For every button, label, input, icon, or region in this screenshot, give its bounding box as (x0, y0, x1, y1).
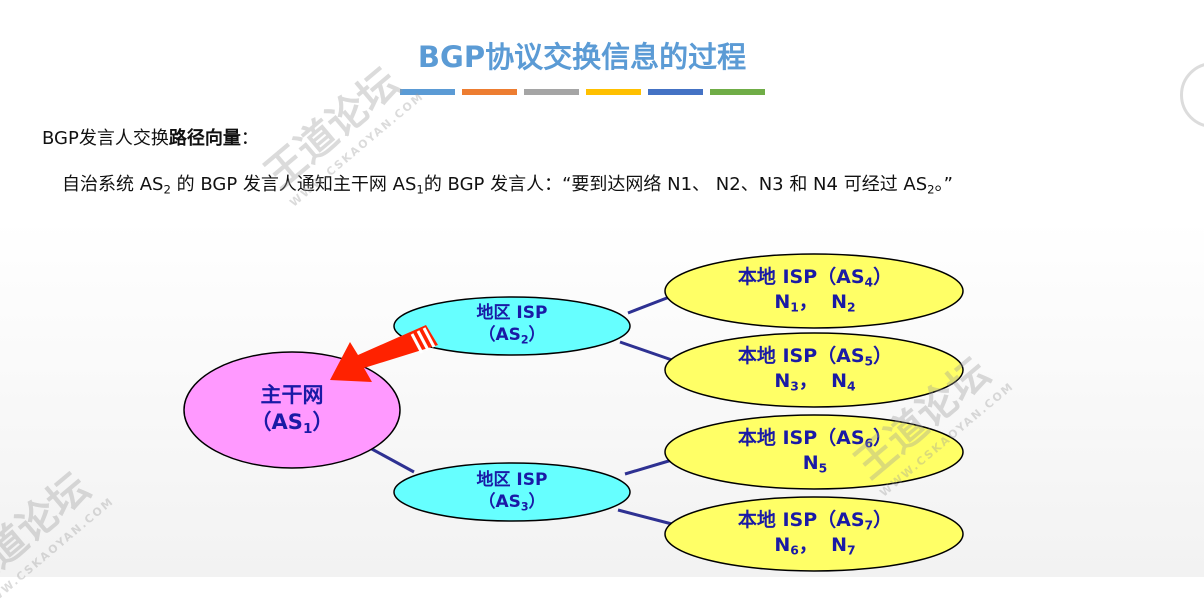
network-separator: ， (798, 533, 832, 556)
intro-line: BGP发言人交换路径向量： (42, 124, 259, 150)
as-prefix: （AS (478, 325, 521, 346)
network-name: N (802, 451, 819, 474)
regional-isp-as2-node (393, 296, 631, 356)
advertisement-arrow (330, 325, 438, 382)
local-isp-as7-label: 本地 ISP（AS7） N6， N7 (700, 508, 930, 557)
statement-part: 的 BGP 发言人：“要到达网络 N1、 N2、N3 和 N4 可经过 AS (423, 174, 928, 195)
statement-part: 自治系统 AS (62, 174, 164, 195)
regional-isp-as3-node (393, 462, 631, 522)
title-color-bar (400, 89, 765, 95)
local-isp-title: 本地 ISP（AS7） (700, 508, 930, 533)
local-isp-as4-label: 本地 ISP（AS4） N1， N2 (700, 265, 930, 314)
color-bar-segment (524, 89, 579, 95)
statement-line: 自治系统 AS2 的 BGP 发言人通知主干网 AS1的 BGP 发言人：“要到… (62, 170, 953, 196)
network-name: N (774, 290, 791, 313)
regional-isp-as3-label: 地区 ISP （AS3） (422, 469, 602, 513)
network-subscript: 4 (847, 379, 856, 394)
as-subscript: 2 (520, 333, 529, 347)
local-isp-as7-node (664, 496, 964, 572)
intro-bold-term: 路径向量 (168, 128, 241, 149)
regional-isp-as: （AS2） (422, 324, 602, 346)
color-bar-segment (400, 89, 455, 95)
color-bar-segment (586, 89, 641, 95)
network-subscript: 6 (790, 543, 799, 558)
color-bar-segment (710, 89, 765, 95)
local-isp-networks: N6， N7 (700, 533, 930, 558)
local-isp-prefix: 本地 ISP（AS (737, 427, 865, 449)
as-subscript: 4 (864, 275, 874, 290)
color-bar-segment (462, 89, 517, 95)
local-isp-networks: N3， N4 (700, 369, 930, 394)
regional-isp-as2-label: 地区 ISP （AS2） (422, 302, 602, 346)
as-subscript: 1 (302, 421, 313, 438)
network-name: N (774, 369, 791, 392)
network-name: N (831, 533, 848, 556)
as-suffix: ） (312, 410, 334, 435)
regional-isp-name: 地区 ISP (476, 303, 548, 323)
network-name: N (831, 369, 848, 392)
local-isp-networks: N1， N2 (700, 290, 930, 315)
link-as3-as7 (617, 508, 673, 526)
network-subscript: 7 (847, 543, 856, 558)
network-subscript: 3 (790, 379, 799, 394)
network-separator: ， (798, 369, 832, 392)
as-subscript: 6 (864, 436, 874, 451)
as-prefix: （AS (250, 410, 303, 435)
backbone-as: （AS1） (212, 409, 372, 436)
link-as3-as6 (624, 458, 673, 476)
local-isp-as5-node (664, 332, 964, 408)
bgp-diagram (183, 253, 964, 572)
local-isp-suffix: ） (873, 427, 893, 449)
link-as1-as3 (369, 446, 415, 474)
local-isp-as6-label: 本地 ISP（AS6） N5 (700, 426, 930, 475)
local-isp-prefix: 本地 ISP（AS (737, 509, 865, 531)
statement-part: 。” (934, 174, 953, 195)
as-subscript: 3 (520, 500, 529, 514)
local-isp-as5-label: 本地 ISP（AS5） N3， N4 (700, 344, 930, 393)
statement-subscript: 2 (927, 182, 935, 197)
link-as2-as5 (619, 340, 673, 362)
intro-prefix: BGP发言人交换 (42, 128, 169, 149)
regional-isp-name: 地区 ISP (476, 470, 548, 490)
local-isp-title: 本地 ISP（AS5） (700, 344, 930, 369)
backbone-name: 主干网 (260, 383, 324, 407)
as-prefix: （AS (478, 492, 521, 513)
backbone-label: 主干网 （AS1） (212, 382, 372, 437)
local-isp-suffix: ） (873, 509, 893, 531)
network-name: N (831, 290, 848, 313)
as-subscript: 7 (864, 518, 874, 533)
local-isp-prefix: 本地 ISP（AS (737, 266, 865, 288)
network-subscript: 2 (847, 300, 856, 315)
statement-subscript: 1 (416, 182, 424, 197)
backbone-node (183, 351, 401, 469)
network-separator: ， (798, 290, 832, 313)
intro-suffix: ： (240, 128, 259, 149)
local-isp-as4-node (664, 253, 964, 329)
local-isp-suffix: ） (873, 345, 893, 367)
regional-isp-as: （AS3） (422, 491, 602, 513)
network-name: N (774, 533, 791, 556)
network-subscript: 1 (790, 300, 799, 315)
link-as2-as4 (627, 294, 673, 315)
local-isp-as6-node (664, 414, 964, 490)
as-subscript: 5 (864, 354, 874, 369)
statement-subscript: 2 (163, 182, 171, 197)
local-isp-title: 本地 ISP（AS4） (700, 265, 930, 290)
as-suffix: ） (528, 492, 546, 513)
local-isp-title: 本地 ISP（AS6） (700, 426, 930, 451)
color-bar-segment (648, 89, 703, 95)
network-subscript: 5 (818, 461, 828, 476)
local-isp-prefix: 本地 ISP（AS (737, 345, 865, 367)
statement-part: 的 BGP 发言人通知主干网 AS (170, 174, 417, 195)
local-isp-suffix: ） (873, 266, 893, 288)
local-isp-networks: N5 (700, 451, 930, 476)
slide-title: BGP协议交换信息的过程 (417, 40, 747, 74)
as-suffix: ） (528, 325, 546, 346)
